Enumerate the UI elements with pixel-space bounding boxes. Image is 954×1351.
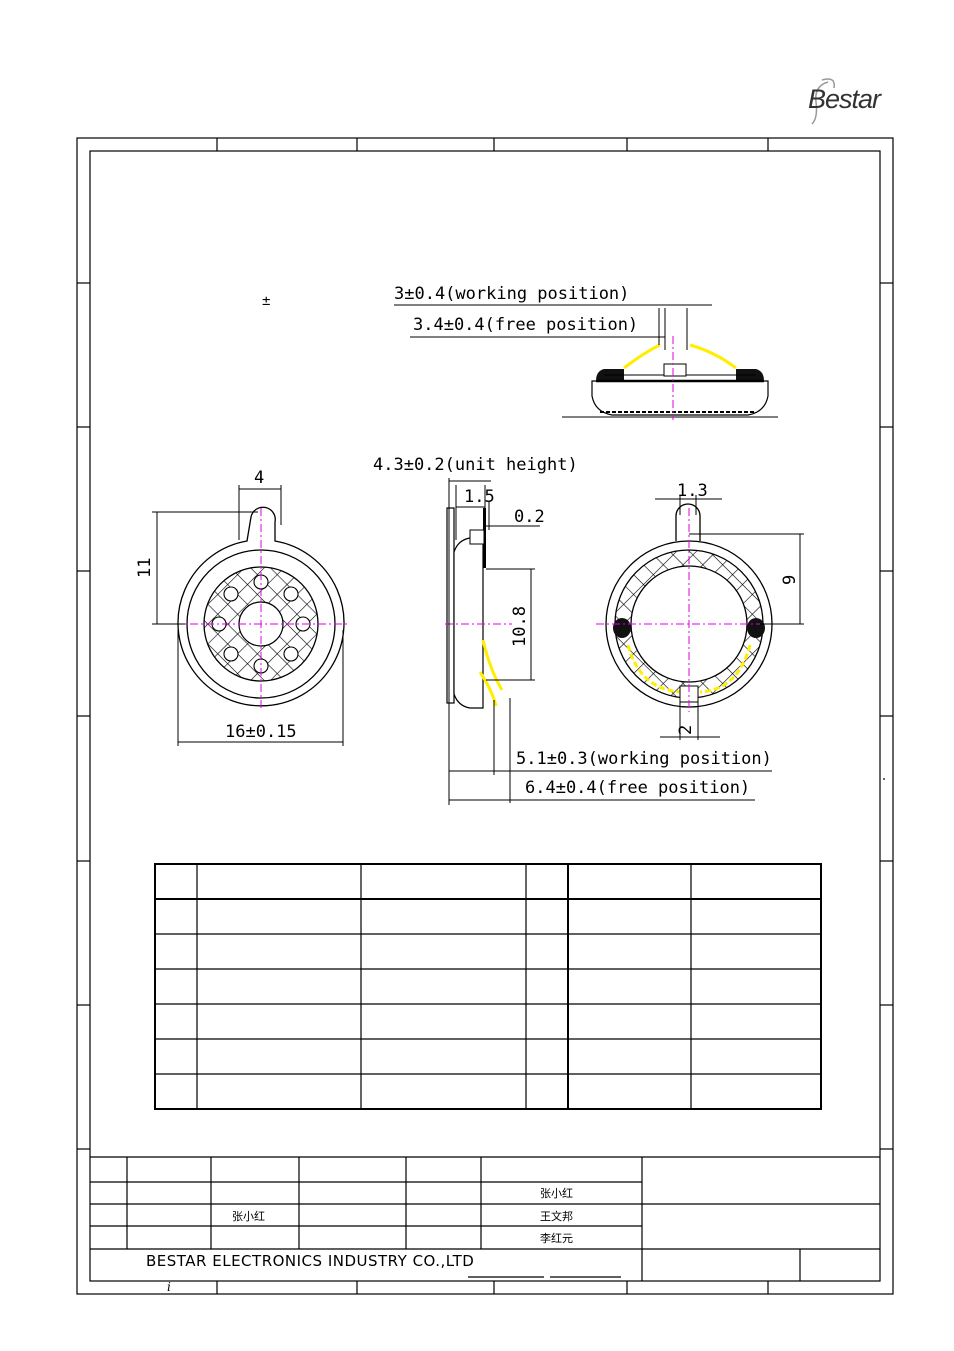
- dim-unit-height: 4.3±0.2(unit height): [373, 455, 578, 475]
- dim-top-working: 3±0.4(working position): [394, 284, 630, 304]
- spec-table: [154, 863, 822, 1110]
- dim-top-free: 3.4±0.4(free position): [413, 315, 639, 335]
- tolerance-symbol: ±: [262, 293, 271, 309]
- approver-name-1: 张小红: [540, 1187, 573, 1200]
- footer-mark: i: [167, 1280, 171, 1294]
- dim-back-2: 2: [676, 724, 696, 735]
- bestar-logo: [811, 78, 835, 125]
- side-view-top: [394, 304, 778, 420]
- dim-side-0-2: 0.2: [514, 507, 545, 527]
- drawer-name: 张小红: [232, 1210, 265, 1223]
- logo-text: Bestar: [808, 84, 881, 114]
- side-view-middle: [445, 478, 772, 805]
- dim-back-9: 9: [780, 574, 800, 585]
- front-view: [152, 485, 350, 746]
- sheet-border: [76, 137, 894, 1295]
- dim-bottom-working: 5.1±0.3(working position): [516, 749, 772, 769]
- dim-height-11: 11: [135, 557, 155, 578]
- title-block: [90, 1156, 880, 1281]
- dim-side-10-8: 10.8: [510, 606, 530, 647]
- dim-side-1-5: 1.5: [464, 487, 495, 507]
- dim-diameter: 16±0.15: [225, 722, 297, 742]
- company-name: BESTAR ELECTRONICS INDUSTRY CO.,LTD: [146, 1252, 475, 1270]
- approver-name-3: 李红元: [540, 1232, 573, 1245]
- dim-bottom-free: 6.4±0.4(free position): [525, 778, 751, 798]
- dim-back-1-3: 1.3: [677, 481, 708, 501]
- dim-width-4: 4: [254, 468, 265, 488]
- back-view: [596, 495, 804, 740]
- approver-name-2: 王文邦: [540, 1210, 573, 1223]
